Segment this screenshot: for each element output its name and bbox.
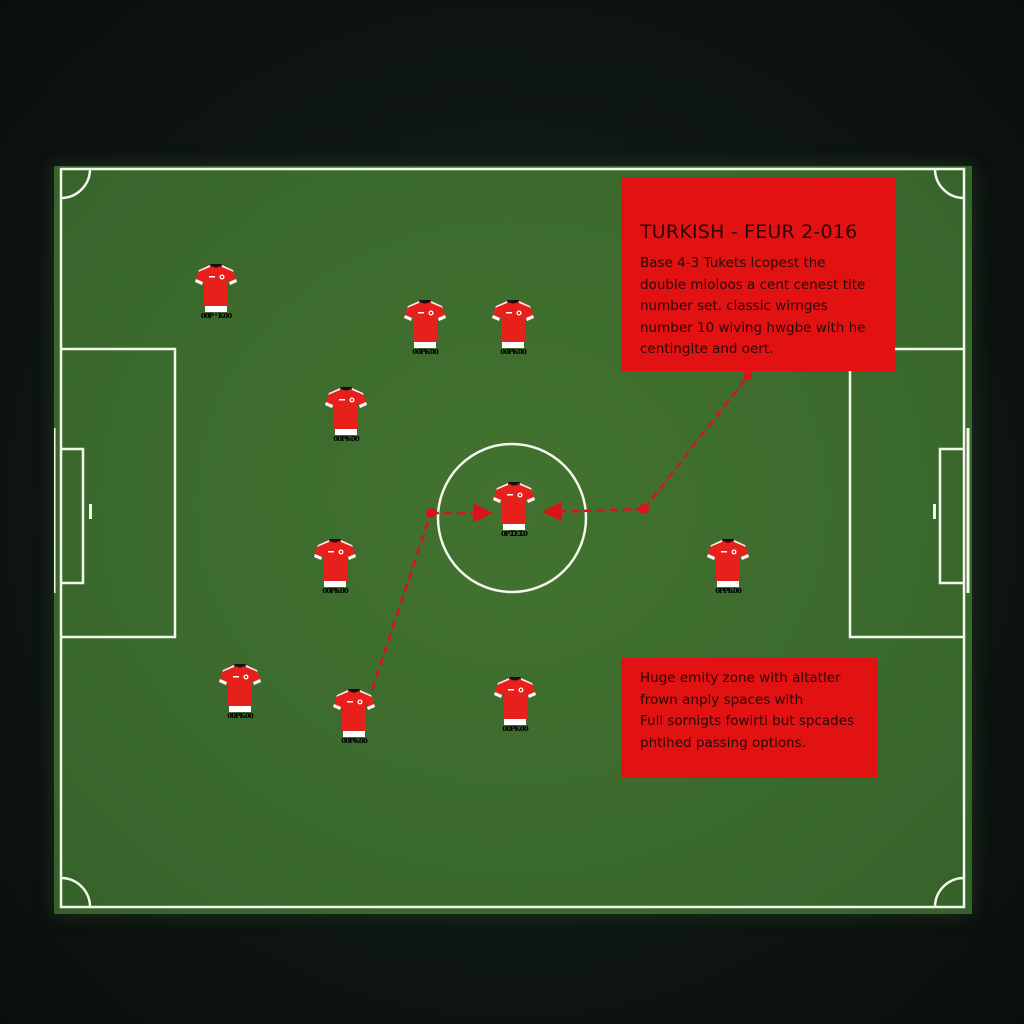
callout-line: Huge emity zone with altatler	[640, 670, 841, 686]
right-penalty-area	[848, 347, 964, 639]
player-tag: ᴏᴏᴘ·ᴋᴏᴏ	[200, 310, 232, 321]
player-tag: ᴏᴏᴘᴋᴏᴏ	[412, 346, 438, 357]
jersey-icon	[333, 689, 375, 737]
jersey-icon	[195, 264, 237, 312]
player-tag: ᴏᴏᴘᴋᴏᴏ	[502, 723, 528, 734]
callout-line: double mioloos a cent cenest tite	[640, 276, 866, 293]
callout-line: Base 4-3 Tukets lcopest the	[640, 255, 826, 271]
corner-arc-top-left	[60, 168, 92, 200]
player-marker-p3[interactable]: ᴏᴏᴘᴋᴏᴏ	[490, 298, 536, 360]
player-tag: ᴏᴏᴘᴋᴏᴏ	[227, 710, 253, 721]
callout-line: centinglte and oert.	[640, 341, 774, 357]
player-marker-p6[interactable]: ᴏᴏᴘᴋᴏᴏ	[312, 537, 358, 599]
callout-body: Huge emity zone with altatler frown anpl…	[640, 668, 880, 754]
callout-line: frown anply spaces with	[640, 691, 804, 708]
left-goal-area	[61, 447, 85, 585]
player-marker-p10[interactable]: ᴏᴏᴘᴋᴏᴏ	[492, 675, 538, 737]
jersey-icon	[494, 677, 536, 725]
jersey-icon	[404, 300, 446, 348]
jersey-icon	[219, 664, 261, 712]
player-marker-p4[interactable]: ᴏᴏᴘᴋᴏᴏ	[323, 385, 369, 447]
player-marker-p7[interactable]: ᴏᴘᴘᴋᴏᴏ	[705, 537, 751, 599]
player-tag: ᴏᴏᴘᴋᴏᴏ	[322, 585, 348, 596]
player-tag: ᴏᴘᴘᴋᴏᴏ	[715, 585, 742, 596]
touchline-boundary	[59, 167, 966, 909]
corner-arc-top-right	[933, 168, 965, 200]
player-marker-p2[interactable]: ᴏᴏᴘᴋᴏᴏ	[402, 298, 448, 360]
right-penalty-spot	[933, 504, 936, 519]
jersey-icon	[493, 482, 535, 530]
corner-arc-bottom-left	[60, 876, 92, 908]
callout-body: Base 4-3 Tukets lcopest the double miolo…	[640, 253, 890, 361]
formation-callout: TURKISH - FEUR 2-016 Base 4-3 Tukets lco…	[621, 177, 895, 371]
player-tag: ᴏᴏᴘᴋᴏᴏ	[333, 433, 359, 444]
corner-arc-bottom-right	[933, 876, 965, 908]
callout-line: number set. classic wirnges	[640, 298, 828, 314]
callout-line: Full sornigts fowirti but spcades	[640, 713, 855, 729]
player-tag: ᴏᴏᴘᴋᴏᴏ	[341, 735, 367, 746]
left-penalty-spot	[89, 504, 92, 519]
jersey-icon	[492, 300, 534, 348]
callout-line: number 10 wiving hwgbe with he	[640, 319, 866, 336]
callout-line: phtihed passing options.	[640, 734, 806, 751]
jersey-icon	[314, 539, 356, 587]
empty-zone-callout: Huge emity zone with altatler frown anpl…	[621, 658, 878, 778]
player-tag: ᴏᴘɪᴇɪᴏ	[500, 528, 528, 539]
right-goal-area	[938, 447, 964, 585]
player-marker-p9[interactable]: ᴏᴏᴘᴋᴏᴏ	[331, 687, 377, 749]
jersey-icon	[325, 387, 367, 435]
pitch-markings	[54, 167, 970, 909]
jersey-icon	[707, 539, 749, 587]
left-penalty-area	[61, 347, 177, 639]
callout-title: TURKISH - FEUR 2-016	[640, 221, 858, 243]
center-circle	[436, 442, 588, 594]
player-marker-p5[interactable]: ᴏᴘɪᴇɪᴏ	[491, 480, 537, 542]
player-marker-p8[interactable]: ᴏᴏᴘᴋᴏᴏ	[217, 662, 263, 724]
player-marker-p1[interactable]: ᴏᴏᴘ·ᴋᴏᴏ	[193, 262, 239, 324]
player-tag: ᴏᴏᴘᴋᴏᴏ	[500, 346, 526, 357]
